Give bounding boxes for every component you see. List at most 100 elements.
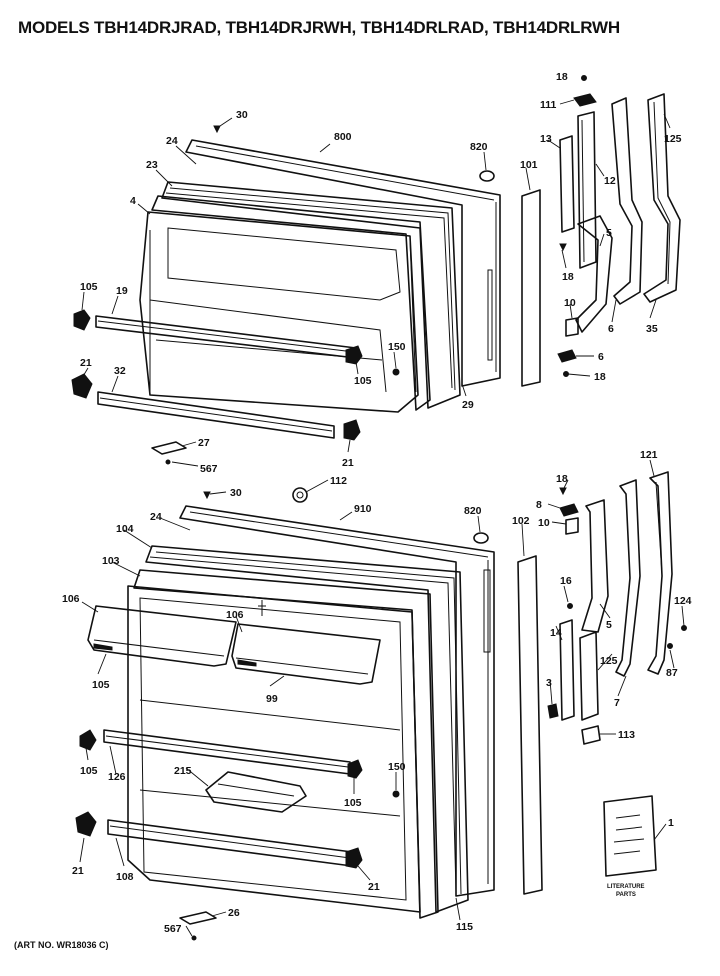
shelf-support-clip	[79, 729, 97, 751]
screw-icon	[191, 935, 197, 941]
screw-icon	[392, 790, 400, 798]
callout-87: 87	[666, 667, 678, 679]
callout-800: 800	[334, 131, 352, 143]
fresh-food-door-liner-frame	[133, 569, 439, 919]
hinge-cover-strip	[559, 135, 575, 233]
trim-end-cap	[547, 703, 559, 719]
callout-567: 567	[200, 463, 218, 475]
fresh-food-door-trim-strip	[517, 555, 543, 895]
callout-567: 567	[164, 923, 182, 935]
callout-105: 105	[344, 797, 362, 809]
fresh-food-door-handle-outer	[647, 471, 673, 675]
handle-spacer	[565, 517, 579, 535]
callout-105: 105	[80, 765, 98, 777]
callout-23: 23	[146, 159, 158, 171]
screw-icon	[567, 603, 573, 609]
callout-910: 910	[354, 503, 372, 515]
literature-parts-booklet	[603, 795, 657, 877]
door-hole-plug	[292, 487, 308, 503]
shelf-support-clip	[343, 419, 361, 441]
callout-16: 16	[560, 575, 572, 587]
callout-21: 21	[72, 865, 84, 877]
callout-102: 102	[512, 515, 530, 527]
screw-icon	[392, 368, 400, 376]
door-plug	[473, 532, 489, 544]
callout-6: 6	[598, 351, 604, 363]
screw-icon	[667, 643, 673, 649]
callout-18: 18	[562, 271, 574, 283]
callout-820: 820	[470, 141, 488, 153]
callout-18: 18	[556, 473, 568, 485]
callout-30: 30	[236, 109, 248, 121]
callout-111: 111	[540, 99, 557, 111]
callout-27: 27	[198, 437, 210, 449]
freezer-shelf-bar-lower	[97, 391, 335, 439]
screw-icon	[681, 625, 687, 631]
freezer-door-gasket	[161, 181, 461, 409]
freezer-door-handle-outer	[643, 93, 681, 303]
callout-105: 105	[354, 375, 372, 387]
callout-115: 115	[456, 921, 473, 933]
fresh-food-trim-parts: LITERATURE PARTS	[517, 471, 687, 898]
literature-label-line-1: LITERATURE	[607, 884, 645, 890]
callout-1: 1	[668, 817, 674, 829]
callout-18: 18	[594, 371, 606, 383]
handle-spacer	[565, 317, 579, 337]
handle-clip	[573, 93, 597, 107]
screw-icon	[203, 491, 211, 500]
callout-112: 112	[330, 475, 347, 487]
screw-icon	[559, 243, 567, 252]
fresh-food-door-handle	[615, 479, 641, 677]
callout-32: 32	[114, 365, 126, 377]
literature-label-line-2: PARTS	[616, 892, 636, 898]
callout-4: 4	[130, 195, 136, 207]
diagram-title: MODELS TBH14DRJRAD, TBH14DRJRWH, TBH14DR…	[18, 18, 620, 37]
freezer-door-liner-frame	[151, 195, 431, 411]
callout-3: 3	[546, 677, 552, 689]
callout-19: 19	[116, 285, 128, 297]
fresh-food-shelf-bar-lower	[107, 819, 353, 867]
callout-106: 106	[226, 609, 244, 621]
callout-125: 125	[600, 655, 618, 667]
handle-channel	[577, 111, 597, 269]
callout-21: 21	[80, 357, 92, 369]
callout-121: 121	[640, 449, 658, 461]
dairy-compartment-door-right	[231, 623, 381, 685]
callout-150: 150	[388, 761, 406, 773]
hinge-cover-strip	[559, 619, 575, 721]
callout-105: 105	[92, 679, 110, 691]
handle-mounting-block	[581, 725, 601, 745]
art-number: (ART NO. WR18036 C)	[14, 940, 109, 950]
shelf-support-clip	[73, 309, 91, 331]
callout-18: 18	[556, 71, 568, 83]
freezer-trim-parts	[521, 75, 681, 387]
shelf-support-clip	[345, 847, 363, 869]
fresh-food-outer-door-panel	[179, 505, 495, 897]
callout-106: 106	[62, 593, 80, 605]
door-handle-bracket	[581, 499, 609, 633]
freezer-door-inner-liner	[139, 211, 419, 413]
shelf-support-clip	[345, 345, 363, 365]
callout-113: 113	[618, 729, 635, 741]
screw-icon	[563, 371, 569, 377]
egg-tray	[205, 771, 307, 813]
callout-820: 820	[464, 505, 482, 517]
screw-icon	[581, 75, 587, 81]
callout-126: 126	[108, 771, 126, 783]
callout-10: 10	[538, 517, 550, 529]
shelf-support-clip	[71, 373, 93, 399]
fresh-food-door-assembly	[75, 491, 495, 941]
callout-5: 5	[606, 227, 612, 239]
callout-215: 215	[174, 765, 192, 777]
callout-24: 24	[166, 135, 178, 147]
callout-29: 29	[462, 399, 474, 411]
screw-icon	[559, 487, 567, 496]
callout-150: 150	[388, 341, 406, 353]
callout-108: 108	[116, 871, 134, 883]
screw-icon	[165, 459, 171, 465]
handle-end-cap	[559, 503, 579, 517]
callout-6: 6	[608, 323, 614, 335]
callout-124: 124	[674, 595, 692, 607]
door-shim	[179, 911, 217, 925]
